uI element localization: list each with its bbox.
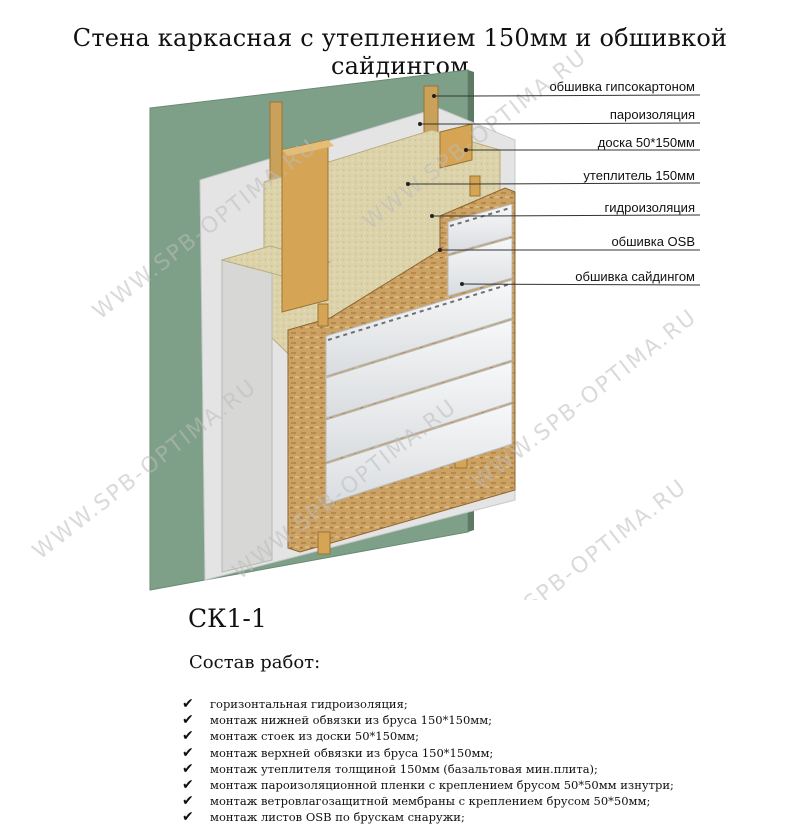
list-item: ✔монтаж пароизоляционной пленки с крепле… (182, 777, 674, 794)
callout-lines (408, 94, 701, 286)
page-title: Стена каркасная с утеплением 150мм и обш… (72, 24, 728, 80)
label-osb: обшивка OSB (611, 234, 695, 249)
check-icon: ✔ (182, 712, 194, 729)
label-drywall: обшивка гипсокартоном (549, 79, 695, 94)
siding-layer (325, 203, 513, 505)
check-icon: ✔ (182, 809, 194, 826)
list-item: ✔монтаж верхней обвязки из бруса 150*150… (182, 744, 494, 761)
list-item: ✔монтаж нижней обвязки из бруса 150*150м… (182, 712, 493, 729)
list-item: ✔монтаж утеплителя толщиной 150мм (базал… (182, 760, 598, 777)
wall-code: СК1-1 (188, 604, 267, 633)
check-icon: ✔ (182, 728, 194, 745)
check-icon: ✔ (182, 793, 194, 810)
wall-section-diagram: WWW.SPB-OPTIMA.RU WWW.SPB-OPTIMA.RU WWW.… (28, 44, 702, 600)
label-board: доска 50*150мм (598, 135, 695, 150)
list-item: ✔монтаж ветровлагозащитной мембраны с кр… (182, 793, 651, 810)
label-insulation: утеплитель 150мм (583, 168, 695, 183)
list-item: ✔монтаж стоек из доски 50*150мм; (182, 728, 420, 745)
stud-board (281, 139, 329, 313)
list-item: ✔монтаж листов OSB по брускам снаружи; (182, 809, 465, 826)
label-siding: обшивка сайдингом (575, 269, 695, 284)
works-list: ✔горизонтальная гидроизоляция; ✔монтаж н… (182, 696, 674, 826)
list-item: ✔горизонтальная гидроизоляция; (182, 696, 408, 712)
check-icon: ✔ (182, 744, 194, 761)
check-icon: ✔ (182, 760, 194, 777)
label-vapor-barrier: пароизоляция (610, 107, 695, 122)
check-icon: ✔ (182, 696, 194, 712)
label-waterproofing: гидроизоляция (605, 200, 695, 215)
works-heading: Состав работ: (189, 652, 321, 673)
check-icon: ✔ (182, 777, 194, 794)
